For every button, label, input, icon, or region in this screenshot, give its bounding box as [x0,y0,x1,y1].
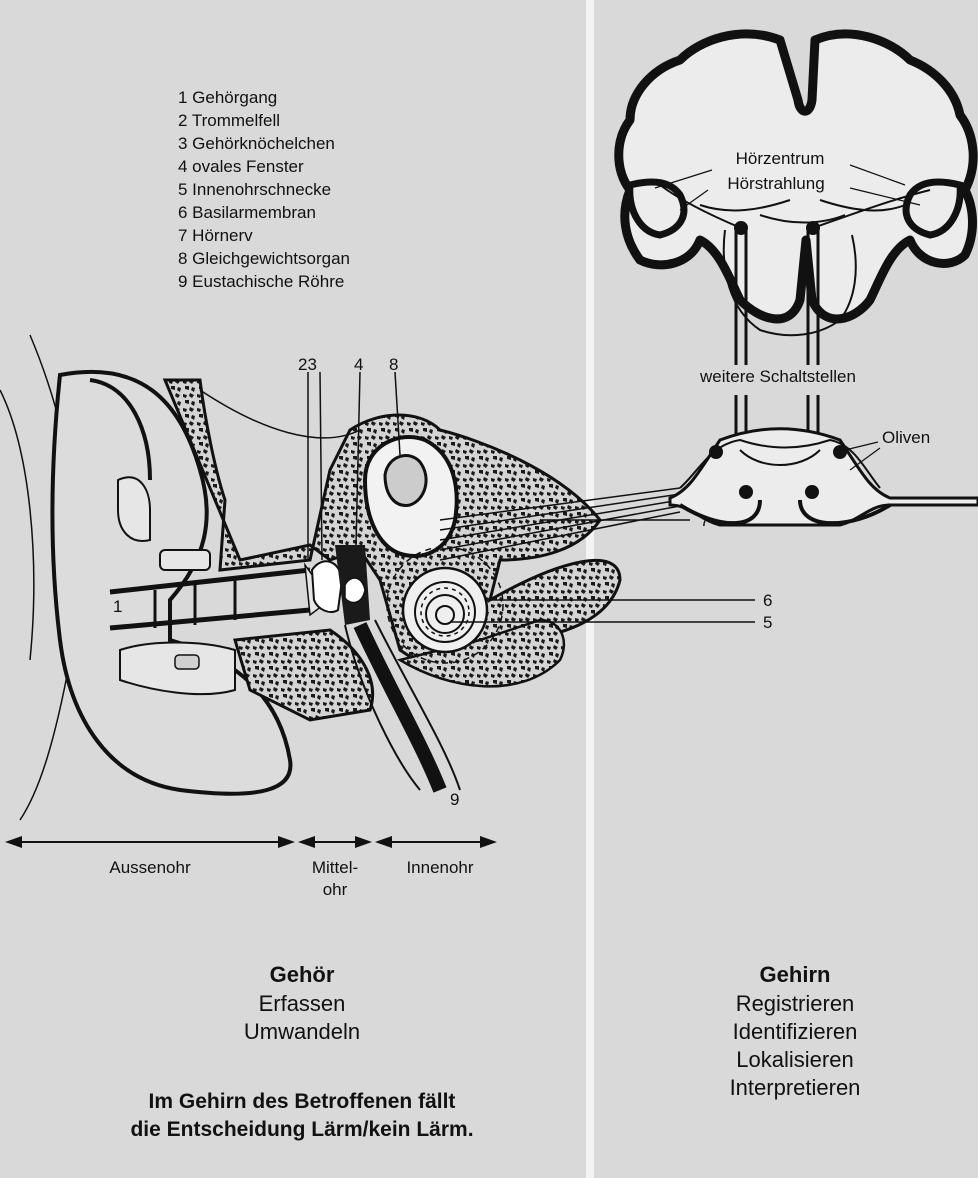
region-label-mittelohr: ohr [323,880,348,899]
region-label-mittelohr: Mittel- [312,858,358,877]
cochlear-nucleus-node [739,485,753,499]
region-label-innenohr: Innenohr [406,858,473,877]
label-number: 5 [763,613,772,632]
semicircular-canal [385,456,426,506]
legend-item: 4 ovales Fenster [178,157,304,176]
olive-node [833,445,847,459]
legend-item: 3 Gehörknöchelchen [178,134,335,153]
caption-line: Interpretieren [730,1075,861,1100]
label-number: 4 [354,355,363,374]
statement-line: Im Gehirn des Betroffenen fällt [149,1090,456,1113]
legend-item: 9 Eustachische Röhre [178,272,344,291]
cochlear-nucleus-node [805,485,819,499]
olive-node [709,445,723,459]
caption-line: Identifizieren [733,1019,858,1044]
label-number: 8 [389,355,398,374]
label-hoerstrahlung: Hörstrahlung [727,174,824,193]
label-oliven: Oliven [882,428,930,447]
cartilage-piece [175,655,199,669]
caption-line: Registrieren [736,991,855,1016]
caption-line: Lokalisieren [736,1047,853,1072]
label-number: 1 [113,597,122,616]
label-number: 23 [298,355,317,374]
caption-title-gehoer: Gehör [270,962,335,987]
label-number: 9 [450,790,459,809]
malleus [312,561,342,612]
legend-item: 7 Hörnerv [178,226,253,245]
legend-item: 6 Basilarmembran [178,203,316,222]
legend-item: 5 Innenohrschnecke [178,180,331,199]
cartilage [160,550,210,570]
label-number: 6 [763,591,772,610]
label-hoerzentrum: Hörzentrum [736,149,825,168]
statement-line: die Entscheidung Lärm/kein Lärm. [130,1118,473,1141]
caption-line: Erfassen [259,991,346,1016]
incus [345,578,365,602]
legend-item: 8 Gleichgewichtsorgan [178,249,350,268]
legend-item: 1 Gehörgang [178,88,277,107]
caption-line: Umwandeln [244,1019,360,1044]
concha [118,477,150,541]
label-schaltstellen: weitere Schaltstellen [699,367,856,386]
legend-item: 2 Trommelfell [178,111,280,130]
region-label-aussenohr: Aussenohr [109,858,191,877]
caption-title-gehirn: Gehirn [760,962,831,987]
